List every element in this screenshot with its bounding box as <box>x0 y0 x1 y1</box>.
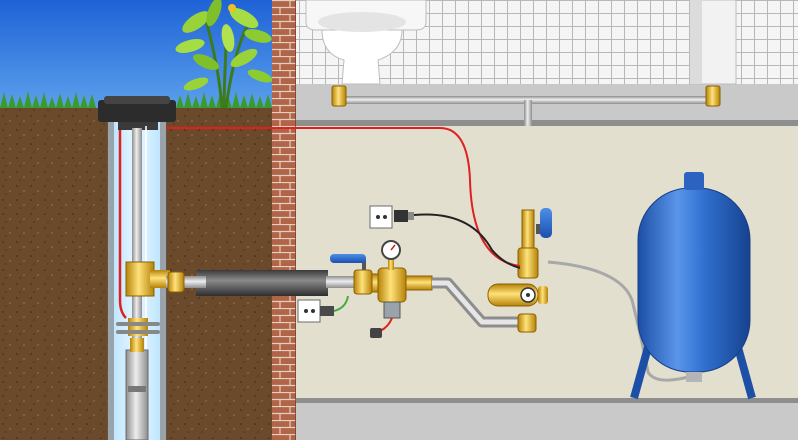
grass <box>0 91 272 108</box>
upper-ball-valve[interactable] <box>540 208 552 238</box>
control-relay <box>394 210 414 222</box>
sky <box>0 0 272 108</box>
ball-valve[interactable] <box>330 254 373 295</box>
water-heater-fixture <box>689 0 737 85</box>
drain-sensor <box>370 317 393 338</box>
plug <box>320 306 334 316</box>
pressure-gauge <box>381 240 401 270</box>
power-cable-red <box>166 127 521 267</box>
garden-plant <box>175 0 273 109</box>
filter <box>371 267 433 319</box>
room-floor <box>296 398 798 440</box>
power-socket[interactable] <box>369 205 393 229</box>
expansion-tank <box>630 172 756 400</box>
well-pipe-fittings <box>116 261 170 336</box>
submersible-pump <box>125 338 149 440</box>
ground-cable <box>333 295 349 312</box>
pressure-switch <box>487 209 550 307</box>
well-head-cap <box>98 96 176 130</box>
pump-cable <box>118 130 127 319</box>
pipe-sleeve <box>166 270 358 296</box>
power-socket-lower[interactable] <box>297 299 321 323</box>
power-cable-black <box>413 213 521 269</box>
brick-wall <box>272 0 296 440</box>
toilet-fixture <box>305 0 427 85</box>
